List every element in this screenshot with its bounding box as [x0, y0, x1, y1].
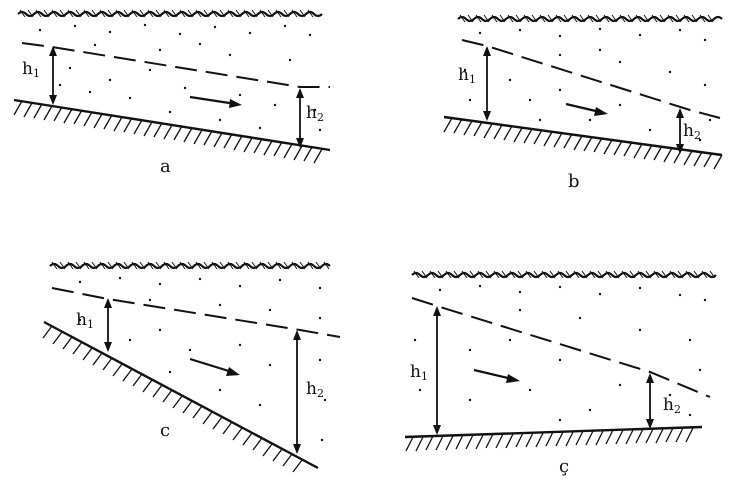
panel-a-base-hatch [13, 100, 323, 164]
panel-c-sand-dots [78, 276, 327, 442]
panel-cc-sand-dots [413, 284, 707, 422]
panel-b-ground-surface-hatch [459, 14, 714, 23]
panel-c-water-table [51, 287, 341, 338]
panel-cc-flow-arrow [473, 368, 513, 381]
panel-cc-caption: ç [559, 456, 569, 477]
panel-b-base-hatch [443, 117, 723, 170]
panel-cc-base-hatch [405, 427, 694, 452]
panel-cc-impermeable-base [404, 425, 703, 439]
panel-c-base-hatch [42, 325, 303, 473]
panel-a-water-table [21, 42, 330, 88]
panel-b-h2-arrowheads [676, 108, 684, 154]
panel-cc-h1-label: h1 [410, 362, 428, 383]
panel-a-sand-dots [38, 23, 322, 132]
panel-c-caption: c [160, 420, 170, 441]
panel-a-flow-arrowhead [229, 99, 242, 108]
panel-c-flow-arrowhead [226, 367, 240, 376]
panel-b-h2-label: h2 [683, 121, 701, 142]
panel-c-h2-label: h2 [306, 379, 324, 400]
panel-b-h1-label: h1 [458, 65, 476, 86]
panel-a: h1 h2 a [13, 9, 331, 177]
panel-b-flow-arrow [565, 102, 601, 114]
panel-b-caption: b [568, 171, 580, 192]
panel-c-impermeable-base [43, 320, 319, 470]
panel-b-impermeable-base [443, 115, 723, 157]
panel-cc: h1 h2 ç [404, 270, 717, 477]
panel-cc-flow-arrowhead [506, 374, 520, 383]
panel-c-h1-label: h1 [76, 310, 94, 331]
panel-c-flow-arrow [189, 357, 233, 374]
panel-cc-h2-label: h2 [663, 395, 681, 416]
panel-cc-ground-surface-hatch [413, 270, 716, 279]
panel-c: h1 h2 c [42, 261, 341, 473]
panel-a-ground-surface-hatch [19, 9, 314, 18]
panel-c-ground-surface [49, 262, 331, 270]
panel-a-flow-arrow [189, 95, 237, 106]
panel-b-flow-arrowhead [594, 107, 608, 116]
panel-b-water-table [461, 39, 721, 119]
panel-a-caption: a [160, 156, 171, 177]
panel-a-h2-label: h2 [306, 103, 324, 124]
panel-a-h1-label: h1 [22, 59, 40, 80]
panel-b-sand-dots [463, 27, 712, 142]
panel-b: h1 h2 b [443, 14, 723, 192]
panel-c-ground-surface-hatch [51, 261, 330, 270]
panel-cc-water-table [411, 297, 711, 398]
